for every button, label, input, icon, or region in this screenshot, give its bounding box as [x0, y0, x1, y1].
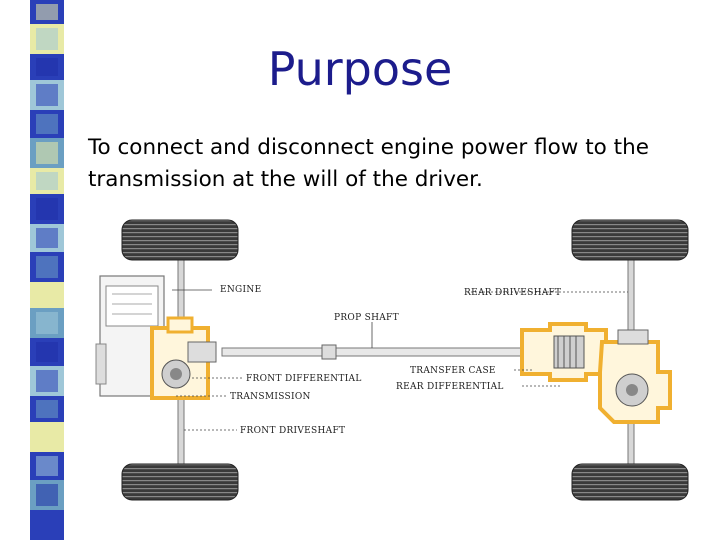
stripe-block	[36, 256, 58, 278]
label-transfer-case: TRANSFER CASE	[410, 366, 496, 376]
transmission-unit	[150, 316, 217, 400]
label-front-driveshaft: FRONT DRIVESHAFT	[240, 426, 345, 436]
label-prop-shaft: PROP SHAFT	[334, 313, 399, 323]
rear-differential-unit	[598, 329, 672, 424]
stripe-block	[36, 456, 58, 476]
stripe-block	[36, 426, 58, 448]
front-left-tire	[121, 219, 239, 261]
stripe-block	[36, 400, 58, 418]
transfer-case-unit	[520, 322, 608, 382]
slide-title: Purpose	[267, 42, 453, 96]
stripe-block	[36, 198, 58, 220]
label-rear-differential: REAR DIFFERENTIAL	[396, 382, 504, 392]
stripe-block	[36, 312, 58, 334]
stripe-block	[36, 484, 58, 506]
slide-body-text: To connect and disconnect engine power f…	[88, 135, 649, 192]
label-engine: ENGINE	[220, 285, 261, 295]
stripe-block	[36, 172, 58, 190]
label-front-differential: FRONT DIFFERENTIAL	[246, 374, 362, 384]
rear-left-tire	[571, 219, 689, 261]
label-rear-driveshaft: REAR DRIVESHAFT	[464, 288, 561, 298]
front-right-tire	[121, 463, 239, 501]
stripe-block	[36, 286, 58, 304]
stripe-block	[36, 4, 58, 20]
leader-lines	[172, 289, 628, 431]
stripe-block	[36, 84, 58, 106]
stripe-block	[36, 342, 58, 362]
stripe-block	[36, 114, 58, 134]
rear-right-tire	[571, 463, 689, 501]
stripe-block	[36, 142, 58, 164]
label-transmission: TRANSMISSION	[230, 392, 311, 402]
decorative-stripe	[0, 0, 72, 540]
stripe-block	[36, 228, 58, 248]
stripe-block	[36, 514, 58, 536]
stripe-block	[36, 28, 58, 50]
stripe-block	[36, 370, 58, 392]
drivetrain-diagram: ENGINE REAR DRIVESHAFT PROP SHAFT TRANSF…	[95, 219, 689, 501]
stripe-block	[36, 58, 58, 76]
